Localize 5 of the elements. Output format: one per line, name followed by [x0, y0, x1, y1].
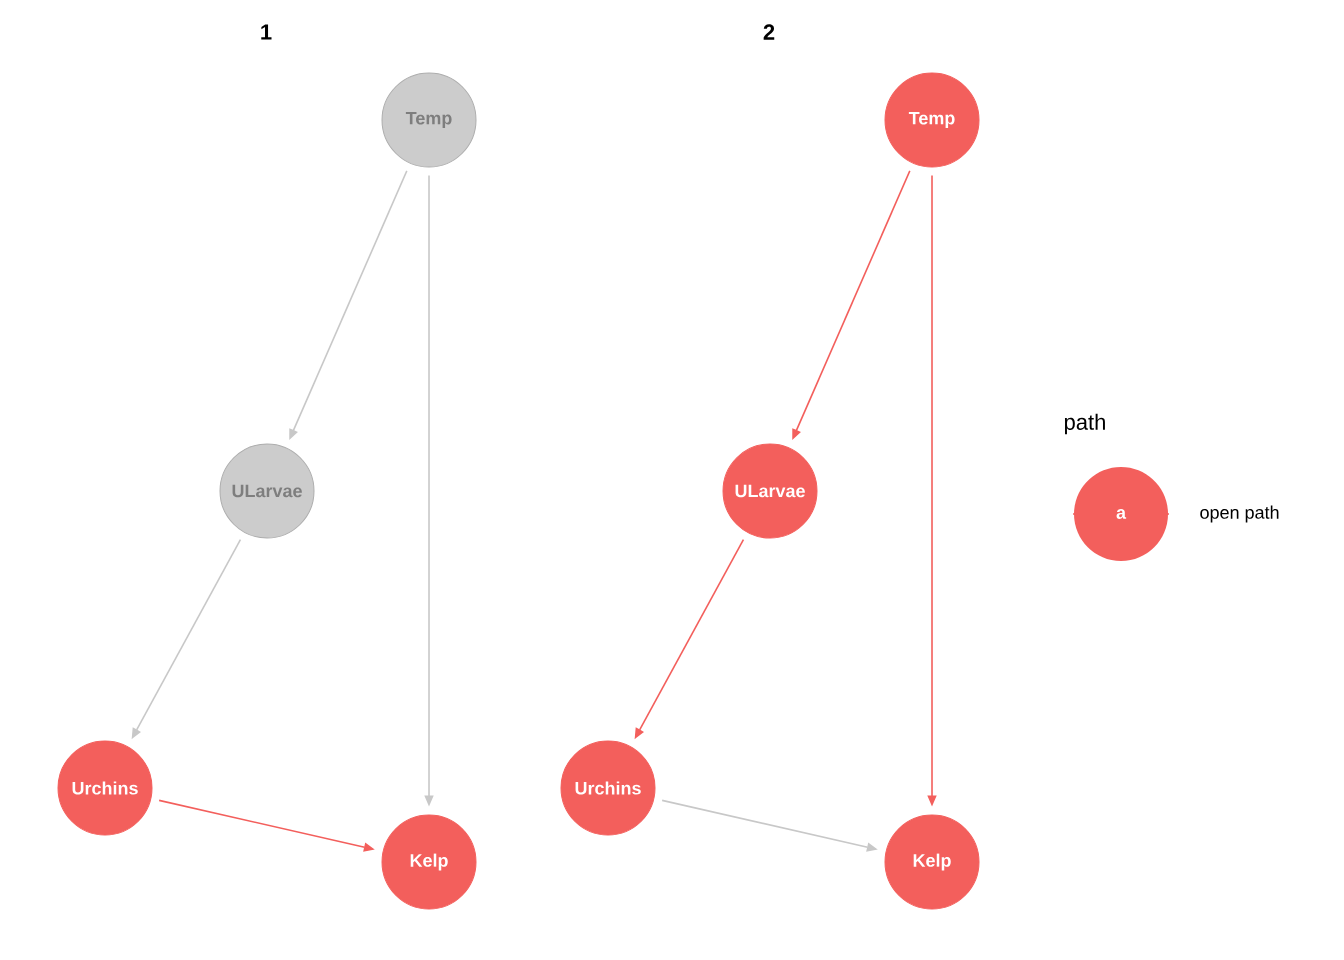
key-letter: a — [1116, 509, 1127, 519]
legend-title: path — [1064, 413, 1105, 435]
panel-title: 1 — [261, 24, 272, 40]
legend-label: open path — [1200, 505, 1279, 523]
panel-title: 2 — [763, 24, 775, 40]
